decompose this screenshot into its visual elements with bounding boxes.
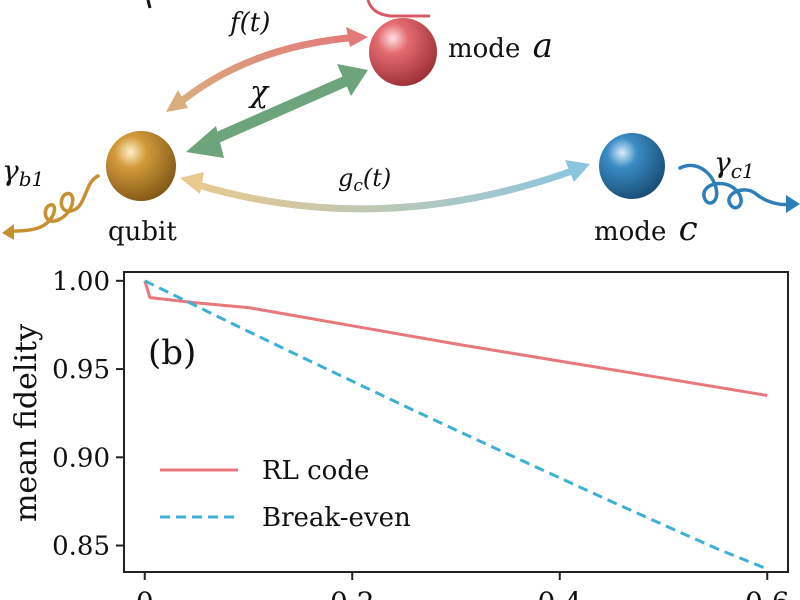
mode-c-label: mode c xyxy=(594,209,698,249)
mode-c-sphere-icon xyxy=(599,133,665,199)
gc-coupling-label: gc(t) xyxy=(338,164,391,196)
gc-arrowhead-right-icon xyxy=(565,160,590,182)
mode-c-word: mode xyxy=(594,217,666,247)
y-axis-label: mean fidelity xyxy=(9,324,44,522)
mode-c-decay-symbol: γ xyxy=(714,146,731,179)
legend-break-even-label: Break-even xyxy=(262,503,411,533)
chi-arrowhead-left-icon xyxy=(186,126,224,158)
qubit-decay-label: γb1 xyxy=(2,154,44,191)
qubit-decay-subscript: b1 xyxy=(19,167,45,191)
f-coupling-arrow xyxy=(174,33,364,108)
plot-frame xyxy=(123,271,789,573)
qubit-label: qubit xyxy=(108,217,177,247)
series-line-rl-code xyxy=(143,280,768,397)
series-line-break-even xyxy=(144,279,768,571)
chi-coupling-arrow xyxy=(202,71,358,149)
gc-arrowhead-left-icon xyxy=(180,172,204,194)
y-tick-label: 1.00 xyxy=(52,267,110,297)
fidelity-chart: 1.00 0.95 0.90 0.85 0 0.2 0.4 0.6 (b) mean fid… xyxy=(9,267,790,600)
gc-coupling-arrow xyxy=(191,166,579,213)
mode-c-decay-subscript: c1 xyxy=(731,159,755,183)
mode-a-word: mode xyxy=(448,34,520,64)
x-tick-label: 0.2 xyxy=(330,586,375,600)
mode-c-decay-arrowhead-icon xyxy=(786,195,800,213)
panel-a-label-fragment xyxy=(146,0,152,9)
y-tick-label: 0.95 xyxy=(52,355,110,385)
x-tick-label: 0 xyxy=(136,586,154,600)
qubit-sphere-icon xyxy=(106,131,176,201)
mode-c-symbol: c xyxy=(679,209,698,249)
mode-a-sphere-icon xyxy=(369,18,437,86)
legend-rl-code-label: RL code xyxy=(262,456,369,486)
mode-a-symbol: a xyxy=(533,26,553,66)
chi-coupling-label: χ xyxy=(248,75,270,110)
diagram-panel: f(t) χ gc(t) mode a mode c qubit γb1 γc1 xyxy=(2,0,800,249)
gc-coupling-subscript: c xyxy=(353,176,363,196)
y-axis-ticks: 1.00 0.95 0.90 0.85 xyxy=(52,267,124,562)
qubit-decay-symbol: γ xyxy=(2,154,19,187)
y-tick-label: 0.85 xyxy=(52,532,110,562)
series-layer xyxy=(143,279,768,571)
chi-arrowhead-right-icon xyxy=(337,64,368,96)
gc-coupling-symbol: g xyxy=(338,164,353,192)
gc-coupling-argument: (t) xyxy=(363,164,391,192)
mode-c-decay-label: γc1 xyxy=(714,146,755,183)
mode-c-decay-squiggle xyxy=(678,163,792,210)
qubit-decay-arrowhead-icon xyxy=(2,224,14,240)
f-coupling-label: f(t) xyxy=(228,8,270,38)
f-arrowhead-left-icon xyxy=(166,90,188,112)
panel-b-label: (b) xyxy=(148,333,196,373)
qubit-decay-squiggle xyxy=(6,174,100,234)
x-axis-ticks: 0 0.2 0.4 0.6 xyxy=(136,572,790,600)
y-tick-label: 0.90 xyxy=(52,443,110,473)
top-decay-squiggle-fragment xyxy=(366,0,430,18)
legend: RL code Break-even xyxy=(160,456,411,533)
x-tick-label: 0.6 xyxy=(745,586,790,600)
f-arrowhead-right-icon xyxy=(346,27,368,47)
x-tick-label: 0.4 xyxy=(537,586,582,600)
mode-a-label: mode a xyxy=(448,26,553,66)
